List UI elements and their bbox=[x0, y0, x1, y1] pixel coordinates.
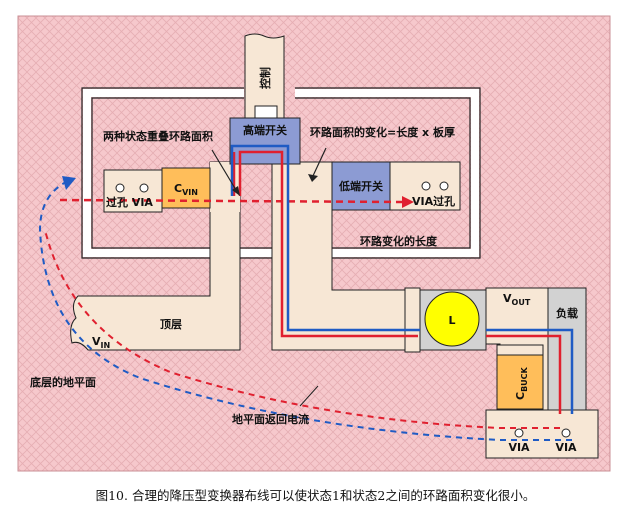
via-bottom-1-label: VIA bbox=[508, 441, 530, 454]
figure-caption: 图10. 合理的降压型变换器布线可以使状态1和状态2之间的环路面积变化很小。 bbox=[95, 488, 536, 503]
blue-current-path bbox=[230, 144, 574, 414]
inductor-core bbox=[424, 291, 480, 347]
vin-label: VIN bbox=[92, 335, 110, 350]
loop-change-length-label: 环路变化的长度 bbox=[360, 234, 438, 248]
inductor-label: L bbox=[448, 314, 455, 327]
via-right-2 bbox=[439, 181, 449, 191]
high-side-switch-label: 高端开关 bbox=[243, 123, 287, 137]
red-dashed-loop bbox=[59, 198, 403, 204]
top-layer-label: 顶层 bbox=[160, 318, 182, 331]
via-left-1 bbox=[115, 183, 125, 193]
cbuck-label: CBUCK bbox=[514, 366, 529, 400]
via-bottom-2 bbox=[561, 428, 571, 438]
via-left-2 bbox=[139, 183, 149, 193]
load-label: 负载 bbox=[556, 306, 578, 320]
control-pad bbox=[254, 105, 278, 119]
ground-return-label: 地平面返回电流 bbox=[232, 412, 309, 426]
loop-frame-inner bbox=[91, 97, 471, 249]
control-trace bbox=[244, 33, 285, 119]
bottom-via-pad bbox=[485, 409, 599, 459]
cbuck-top-pad bbox=[496, 344, 544, 356]
via-right-1 bbox=[421, 181, 431, 191]
via-right-label: VIA过孔 bbox=[412, 194, 455, 208]
blue-ground-return bbox=[38, 181, 572, 441]
red-current-path bbox=[238, 150, 562, 414]
top-layer-copper bbox=[70, 161, 241, 351]
control-label: 控制 bbox=[258, 67, 272, 89]
cbuck-capacitor bbox=[496, 354, 544, 410]
cvin-label: CVIN bbox=[174, 182, 198, 197]
formula-pointer bbox=[311, 147, 327, 179]
vout-label: VOUT bbox=[503, 292, 531, 307]
overlap-pointer bbox=[211, 149, 237, 191]
loop-frame bbox=[81, 87, 481, 259]
via-bottom-2-label: VIA bbox=[555, 441, 577, 454]
via-left-label: 过孔 VIA bbox=[106, 195, 153, 209]
blue-arrow bbox=[62, 176, 76, 190]
cvin-pad-right bbox=[210, 162, 240, 212]
overlap-loop-label: 两种状态重叠环路面积 bbox=[103, 129, 213, 143]
loop-change-formula-label: 环路面积的变化=长度 x 板厚 bbox=[310, 125, 455, 139]
bottom-ground-label: 底层的地平面 bbox=[30, 375, 96, 389]
red-ground-return bbox=[44, 229, 560, 429]
low-side-switch-label: 低端开关 bbox=[338, 179, 383, 193]
via-bottom-1 bbox=[514, 428, 524, 438]
red-arrow-right bbox=[402, 196, 414, 208]
inductor-left-pad bbox=[404, 287, 421, 353]
ground-pointer bbox=[299, 385, 319, 407]
